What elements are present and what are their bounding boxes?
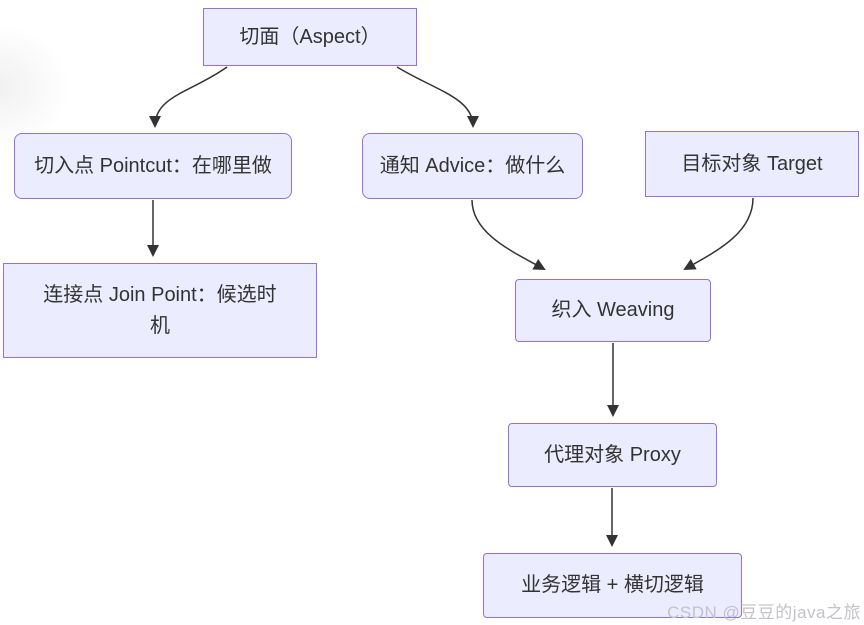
node-aspect: 切面（Aspect） [203, 8, 417, 66]
node-aspect-label: 切面（Aspect） [239, 25, 381, 48]
node-target-label: 目标对象 Target [681, 152, 823, 175]
edge-advice-weaving [471, 199, 546, 270]
edge-aspect-advice [396, 66, 479, 128]
node-target: 目标对象 Target [645, 131, 859, 197]
node-joinpoint: 连接点 Join Point：候选时机 [3, 263, 317, 358]
node-proxy: 代理对象 Proxy [508, 423, 717, 487]
node-advice: 通知 Advice：做什么 [362, 133, 583, 199]
node-result-label: 业务逻辑 + 横切逻辑 [521, 574, 704, 596]
node-weaving: 织入 Weaving [515, 279, 711, 342]
node-proxy-label: 代理对象 Proxy [544, 443, 681, 466]
node-result: 业务逻辑 + 横切逻辑 [483, 553, 742, 618]
node-advice-label: 通知 Advice：做什么 [379, 154, 566, 177]
edge-aspect-pointcut [149, 66, 228, 128]
node-weaving-label: 织入 Weaving [551, 299, 675, 321]
node-joinpoint-label: 连接点 Join Point：候选时机 [43, 283, 277, 337]
node-pointcut: 切入点 Pointcut：在哪里做 [14, 133, 292, 199]
node-pointcut-label: 切入点 Pointcut：在哪里做 [34, 154, 272, 177]
edge-target-weaving [683, 197, 754, 270]
csdn-watermark: CSDN @豆豆的java之旅 [667, 603, 861, 622]
